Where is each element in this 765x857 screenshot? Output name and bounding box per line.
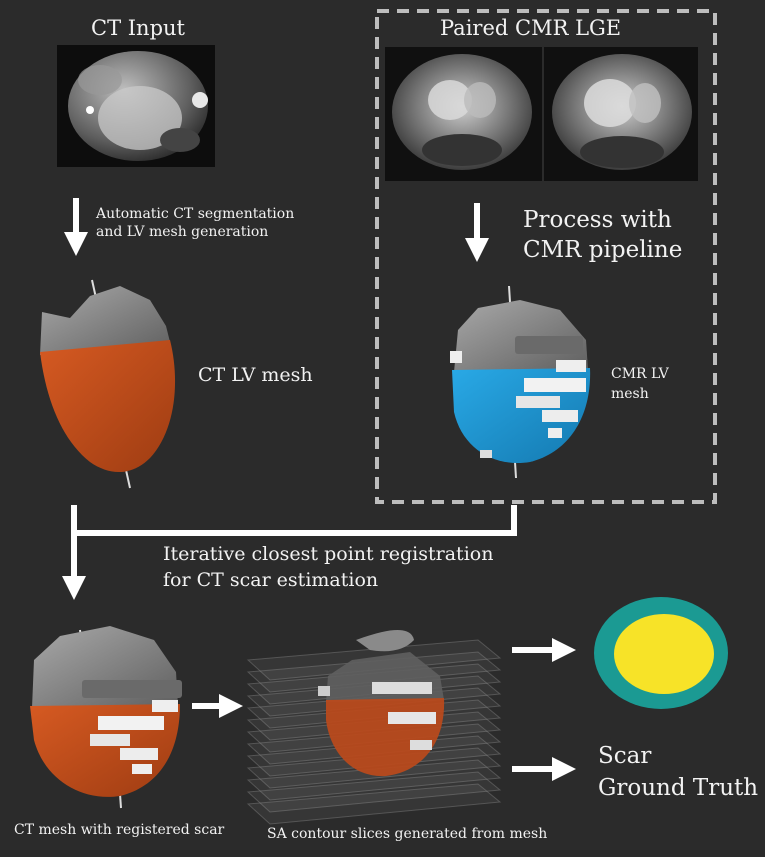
- slice-plane: [246, 783, 502, 825]
- scar-ring-contour: [594, 597, 728, 709]
- icp-line2: for CT scar estimation: [163, 569, 379, 591]
- cmr-lge-image-right: [544, 47, 698, 181]
- ct-mesh-registered-scar: [30, 626, 182, 809]
- paired-cmr-title: Paired CMR LGE: [440, 16, 622, 40]
- process-line1: Process with: [523, 207, 672, 233]
- ct-segmentation-caption: Automatic CT segmentation and LV mesh ge…: [96, 205, 294, 241]
- ct-input-title: CT Input: [91, 16, 185, 40]
- icp-caption: Iterative closest point registration for…: [163, 541, 493, 593]
- ct-mesh-scar-caption: CT mesh with registered scar: [14, 822, 225, 838]
- sa-contour-slices: [246, 630, 502, 825]
- merge-connector: [74, 505, 517, 536]
- cmr-lv-line1: CMR LV: [611, 366, 669, 382]
- cmr-lv-mesh-label: CMR LV mesh: [611, 364, 669, 404]
- scar-line2: Ground Truth: [598, 775, 759, 801]
- ct-input-image: [57, 45, 215, 167]
- ct-seg-line2: and LV mesh generation: [96, 224, 269, 240]
- cmr-lv-line2: mesh: [611, 386, 649, 402]
- slice-plane: [246, 771, 502, 813]
- cmr-dashed-box: [375, 9, 717, 504]
- sliced-heart-mesh: [318, 630, 445, 777]
- cmr-lv-mesh: [450, 285, 591, 479]
- cmr-lge-image-left: [385, 47, 542, 181]
- icp-line1: Iterative closest point registration: [163, 543, 494, 565]
- process-cmr-caption: Process with CMR pipeline: [523, 205, 682, 265]
- ct-lv-mesh: [40, 279, 176, 489]
- process-line2: CMR pipeline: [523, 237, 683, 263]
- sa-slices-caption: SA contour slices generated from mesh: [267, 826, 548, 842]
- scar-ground-truth-label: Scar Ground Truth: [598, 740, 758, 804]
- ct-seg-line1: Automatic CT segmentation: [96, 206, 295, 222]
- ct-lv-mesh-label: CT LV mesh: [198, 364, 313, 386]
- scar-line1: Scar: [598, 743, 652, 769]
